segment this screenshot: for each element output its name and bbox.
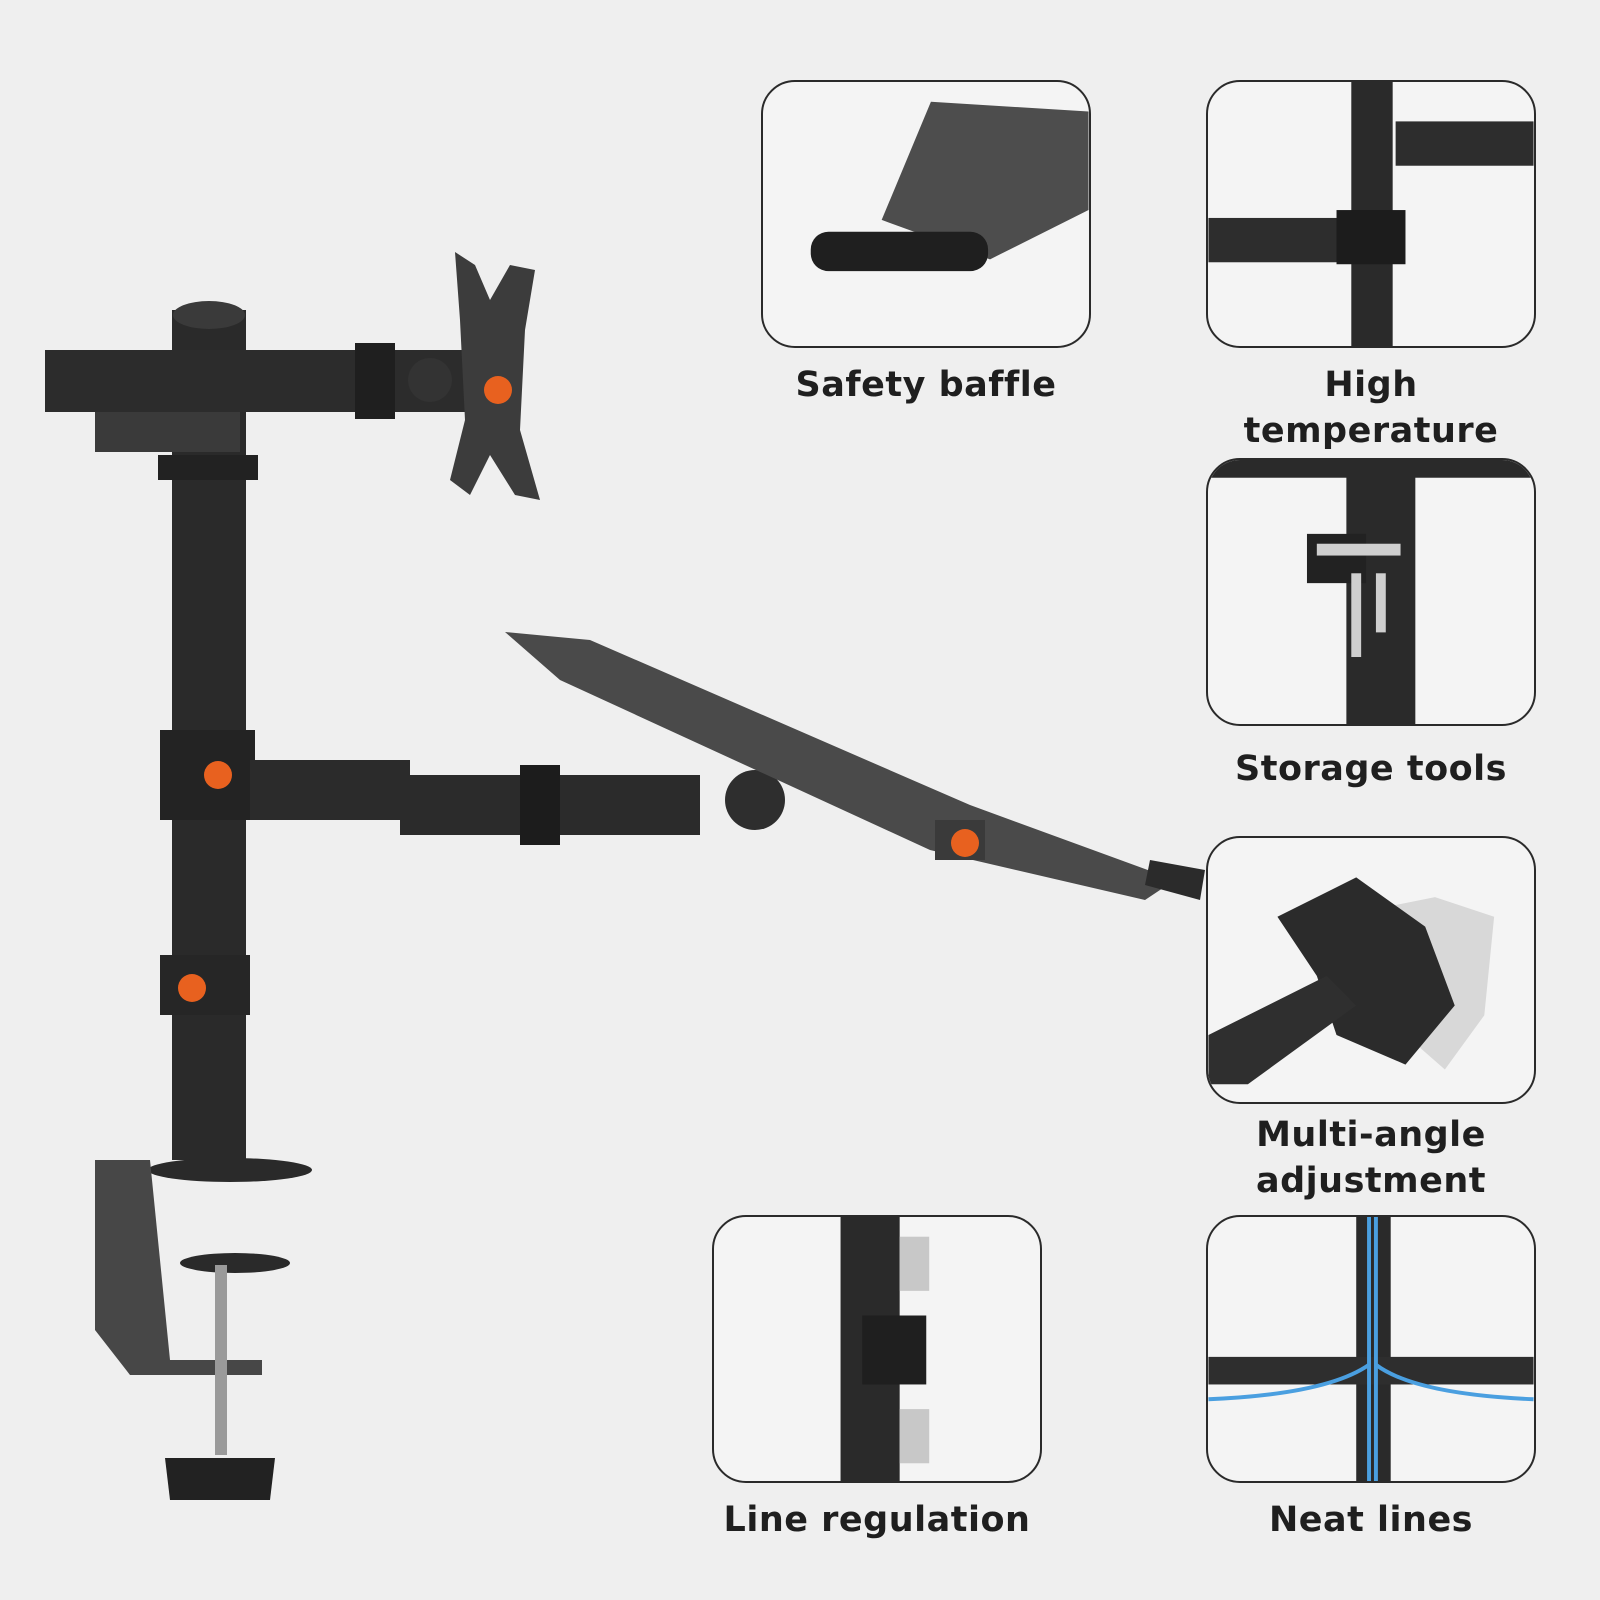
panel-storage-tools	[1206, 458, 1536, 726]
panel-high-temperature-painting	[1206, 80, 1536, 348]
caption-multi-angle-adjustment: Multi-angle adjustment	[1206, 1112, 1536, 1204]
caption-line: adjustment	[1255, 1161, 1486, 1201]
cable-clip-closeup-icon	[840, 1217, 930, 1481]
hex-key-storage-closeup-icon	[1208, 460, 1534, 724]
caption-safety-baffle: Safety baffle	[795, 365, 1057, 405]
adjust-point-dot	[178, 974, 206, 1002]
painted-pole-closeup-icon	[1208, 82, 1534, 346]
panel-line-regulation	[712, 1215, 1042, 1483]
clamp-knob	[165, 1458, 275, 1500]
cable-management-closeup-icon	[1208, 1217, 1534, 1481]
adjust-point-dot	[204, 761, 232, 789]
laptop-tray	[505, 632, 1175, 900]
panel-neat-lines	[1206, 1215, 1536, 1483]
adjust-point-dot	[951, 829, 979, 857]
caption-line-regulation: Line regulation	[723, 1500, 1031, 1540]
caption-line: Multi-angle	[1256, 1115, 1486, 1155]
caption-neat-lines: Neat lines	[1268, 1500, 1474, 1540]
panel-safety-baffle	[761, 80, 1091, 348]
adjust-point-dot	[484, 376, 512, 404]
monitor-arm	[45, 350, 465, 412]
vesa-plate-rotation-closeup-icon	[1208, 877, 1495, 1085]
safety-baffle-closeup-icon	[810, 101, 1089, 272]
desk-clamp	[95, 1160, 262, 1375]
laptop-arm-1	[250, 760, 410, 820]
caption-line: High temperature	[1243, 365, 1499, 451]
caption-storage-tools: Storage tools	[1235, 749, 1507, 789]
vesa-plate	[450, 252, 540, 500]
panel-multi-angle-adjustment	[1206, 836, 1536, 1104]
